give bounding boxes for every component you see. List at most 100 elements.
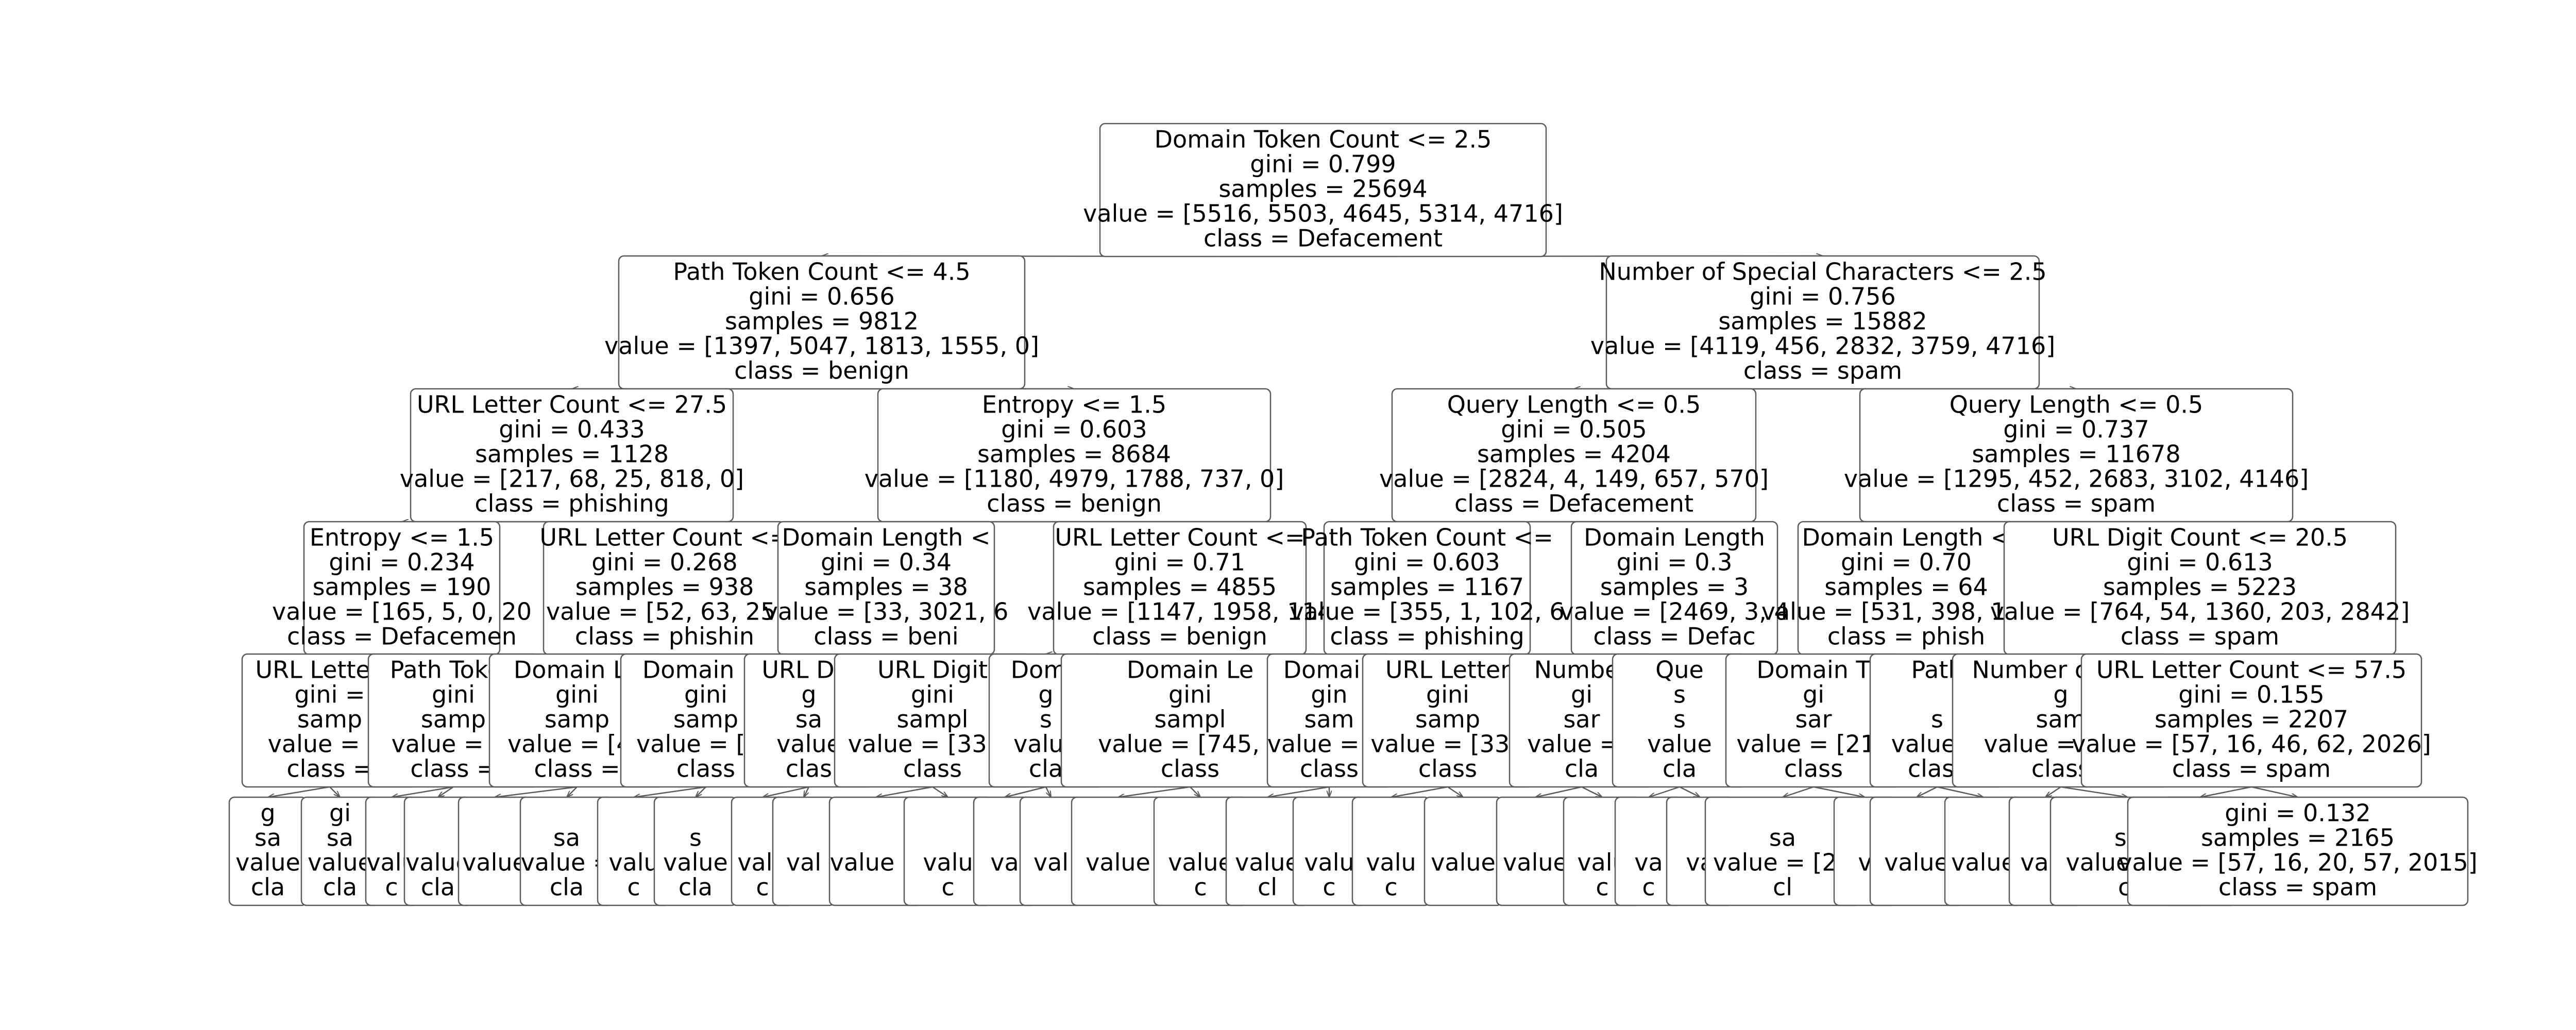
node-box: [1605, 255, 2040, 390]
node-line: class = Defac: [1593, 622, 1755, 650]
node-line: samples = 190: [313, 573, 492, 600]
node-line: Query Length <= 0.5: [1950, 390, 2204, 418]
node-line: c: [385, 873, 398, 901]
tree-node-R: Number of Special Characters <= 2.5gini …: [1590, 255, 2055, 390]
node-line: value: [663, 848, 728, 876]
node-line: cl: [1258, 873, 1277, 901]
node-line: c: [1194, 873, 1207, 901]
node-line: value = [57, 16, 20, 57, 2015]: [2118, 848, 2478, 876]
node-line: c: [756, 873, 769, 901]
node-line: class = spam: [2172, 754, 2331, 782]
node-line: class = phish: [1827, 622, 1985, 650]
tree-edge-d4_5-d5_10: [804, 786, 810, 797]
tree-edge-d4_16-d5_32: [2251, 786, 2298, 797]
tree-node-d5_11: value =: [828, 796, 923, 906]
tree-edge-d4_7-d5_13: [1005, 786, 1046, 797]
node-line: class = spam: [2121, 622, 2279, 650]
node-line: gini = 0.234: [329, 548, 474, 576]
node-line: samples = 38: [804, 573, 968, 600]
node-line: cl: [1773, 873, 1792, 901]
node-line: samples = 2207: [2155, 705, 2348, 733]
tree-edge-d4_8-d5_15: [1118, 786, 1191, 797]
tree-edge-d4_6-d5_11: [876, 786, 933, 797]
node-line: value: [235, 848, 300, 876]
node-line: sar: [1563, 705, 1600, 733]
node-line: class = phishin: [575, 622, 754, 650]
node-line: samples = 25694: [1218, 175, 1427, 202]
node-line: samples = 4855: [1083, 573, 1277, 600]
node-line: samples = 4204: [1477, 440, 1671, 468]
node-line: gi: [1571, 680, 1592, 708]
node-line: s: [1673, 680, 1686, 708]
node-line: gini = 0.34: [821, 548, 952, 576]
node-line: gini = 0.799: [1250, 150, 1396, 178]
tree-node-d5_15: value: [1071, 796, 1165, 906]
node-line: samp: [673, 705, 738, 733]
node-line: Domain Length <: [1802, 523, 2011, 551]
node-line: value = [1397, 5047, 1813, 1555, 0]: [604, 332, 1039, 359]
node-line: samples = 1167: [1330, 573, 1524, 600]
node-line: s: [1673, 705, 1686, 733]
tree-edge-d4_4-d5_7: [634, 786, 706, 797]
node-line: value = [531, 398, 1323: [1761, 597, 2052, 625]
node-line: class: [1300, 754, 1359, 782]
node-line: value = [4119, 456, 2832, 3759, 4716]: [1590, 332, 2055, 359]
node-line: gi: [329, 799, 351, 827]
node-line: class: [2031, 754, 2090, 782]
node-line: sa: [553, 823, 580, 851]
node-line: cla: [323, 873, 357, 901]
node-line: gini = 0.737: [2003, 415, 2149, 443]
node-line: c: [627, 873, 640, 901]
node-line: valu: [608, 848, 658, 876]
tree-node-d5_28: value: [1944, 796, 2023, 906]
node-line: cla: [251, 873, 285, 901]
node-line: class =: [410, 754, 496, 782]
node-line: val: [1033, 848, 1069, 876]
tree-edge-d4_15-d5_29: [2045, 786, 2061, 797]
node-line: class =: [534, 754, 620, 782]
node-line: sa: [795, 705, 822, 733]
node-line: class =: [286, 754, 372, 782]
node-line: URL Digit Count <= 20.5: [2052, 523, 2348, 551]
node-line: Domain Length <: [782, 523, 991, 551]
node-line: value: [1086, 848, 1150, 876]
node-line: gini: [911, 680, 954, 708]
node-line: Domain: [1283, 656, 1376, 683]
tree-node-d5_27: value: [1869, 796, 1964, 906]
node-line: s: [1040, 705, 1052, 733]
node-line: value: [1884, 848, 1949, 876]
node-line: sampl: [897, 705, 969, 733]
node-line: value = [21: [1713, 848, 1852, 876]
node-line: class = benign: [987, 489, 1162, 517]
node-line: value: [1431, 848, 1496, 876]
node-line: sa: [255, 823, 281, 851]
node-line: class: [903, 754, 962, 782]
node-line: value: [1503, 848, 1568, 876]
node-line: s: [1931, 705, 1943, 733]
node-line: gini = 0.505: [1501, 415, 1647, 443]
node-line: value = [2824, 4, 149, 657, 570]: [1379, 465, 1769, 492]
node-line: class = spam: [2218, 873, 2377, 901]
node-line: va: [1634, 848, 1663, 876]
node-line: class = spam: [1743, 356, 1902, 384]
tree-edge-d4_4-d5_8: [696, 786, 706, 797]
node-line: g: [260, 799, 275, 827]
tree-edge-d4_14-d5_28: [1937, 786, 1984, 797]
tree-edge-d4_5-d5_9: [762, 786, 809, 797]
node-line: samp: [421, 705, 486, 733]
node-line: gini = 0.656: [749, 282, 894, 310]
node-line: gini =: [294, 680, 365, 708]
node-line: gini = 0.71: [1114, 548, 1245, 576]
